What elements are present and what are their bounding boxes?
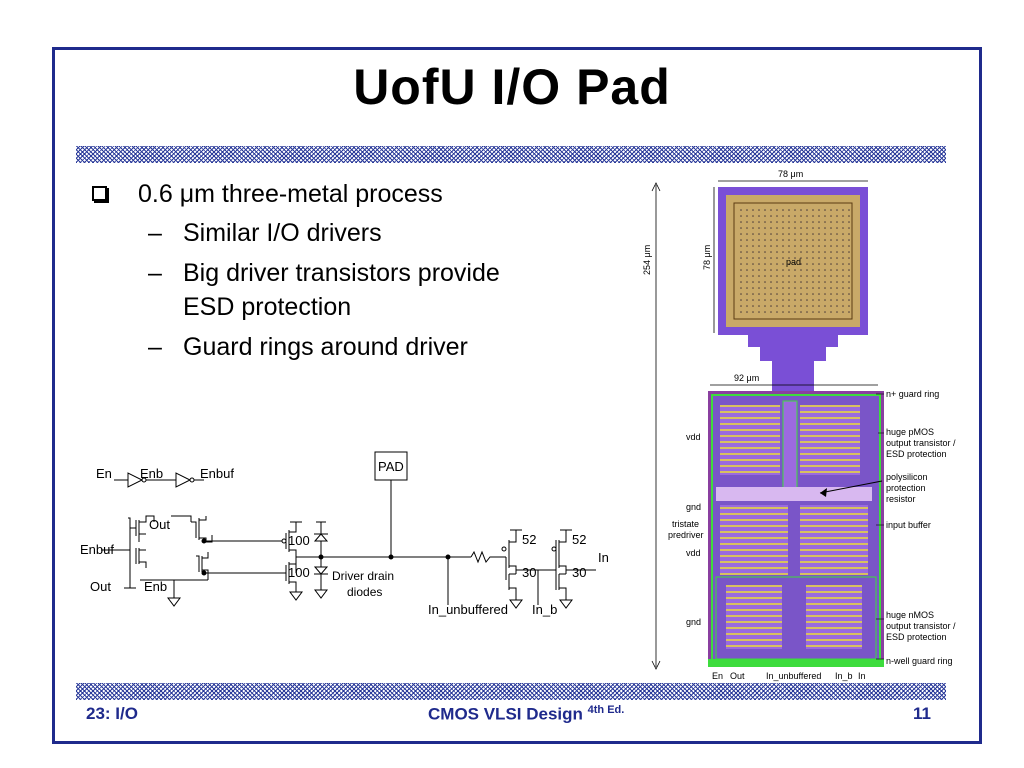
io-pad-schematic: En Enb Enbuf Out Enbuf Out Enb PAD 100 1… — [80, 451, 609, 617]
schematic-label: In_b — [532, 602, 557, 617]
width-label: 100 — [288, 533, 310, 548]
dimension-label: 92 μm — [734, 373, 759, 383]
sub-bullet-text: Guard rings around driver — [183, 333, 468, 361]
footer-course: CMOS VLSI Design 4th Ed. — [428, 704, 624, 725]
layout-annotation: n-well guard ring — [886, 656, 953, 666]
dash-icon: – — [148, 259, 162, 287]
schematic-label: Enb — [140, 466, 163, 481]
width-label: 30 — [522, 565, 536, 580]
bullet-item: 0.6 μm three-metal process — [88, 178, 508, 210]
layout-annotation: polysilicon — [886, 472, 928, 482]
sub-bullet-text: Big driver transistors provide ESD prote… — [183, 259, 500, 321]
layout-annotation: huge nMOS — [886, 610, 934, 620]
schematic-label: Enbuf — [200, 466, 234, 481]
slide-title: UofU I/O Pad — [353, 59, 671, 115]
layout-annotation: predriver — [668, 530, 704, 540]
layout-annotation: resistor — [886, 494, 916, 504]
layout-annotation: tristate — [672, 519, 699, 529]
bullet-list: 0.6 μm three-metal process – Similar I/O… — [88, 178, 508, 364]
sub-bullet-item: – Similar I/O drivers — [88, 216, 508, 250]
schematic-label: In — [598, 550, 609, 565]
schematic-label: Out — [149, 517, 170, 532]
layout-annotation: gnd — [686, 617, 701, 627]
width-label: 52 — [572, 532, 586, 547]
footer-course-title: CMOS VLSI Design — [428, 704, 583, 724]
schematic-label: Out — [90, 579, 111, 594]
layout-annotation: In_b — [835, 671, 853, 681]
layout-annotation: input buffer — [886, 520, 931, 530]
sub-bullet-item: – Big driver transistors provide ESD pro… — [88, 256, 508, 324]
footer-course-edition: 4th Ed. — [587, 704, 625, 716]
dimension-label: 254 μm — [642, 245, 652, 275]
sub-bullet-item: – Guard rings around driver — [88, 330, 508, 364]
dimension-label: 78 μm — [702, 245, 712, 270]
schematic-label: En — [96, 466, 112, 481]
width-label: 52 — [522, 532, 536, 547]
footer-chapter: 23: I/O — [86, 704, 138, 723]
layout-annotation: In_unbuffered — [766, 671, 821, 681]
width-label: 30 — [572, 565, 586, 580]
layout-annotation: protection — [886, 483, 926, 493]
title-divider — [76, 146, 946, 163]
schematic-label: Enbuf — [80, 542, 114, 557]
layout-annotation: output transistor / — [886, 438, 956, 448]
layout-annotation: vdd — [686, 432, 701, 442]
layout-annotation: ESD protection — [886, 449, 947, 459]
layout-annotation: gnd — [686, 502, 701, 512]
layout-annotation: vdd — [686, 548, 701, 558]
layout-annotation: In — [858, 671, 866, 681]
layout-annotation: n+ guard ring — [886, 389, 939, 399]
width-label: 100 — [288, 565, 310, 580]
pad-label: PAD — [378, 459, 404, 474]
dash-icon: – — [148, 333, 162, 361]
schematic-label: In_unbuffered — [428, 602, 508, 617]
pad-layout-figure: 254 μm 78 μm 78 μm pad 92 μm — [642, 169, 956, 681]
schematic-label: Enb — [144, 579, 167, 594]
bullet-text: 0.6 μm three-metal process — [138, 180, 443, 208]
diode-caption: diodes — [347, 585, 382, 599]
dash-icon: – — [148, 219, 162, 247]
diode-caption: Driver drain — [332, 569, 394, 583]
dimension-label: 78 μm — [778, 169, 803, 179]
pad-label: pad — [786, 257, 801, 267]
layout-annotation: En — [712, 671, 723, 681]
layout-annotation: huge pMOS — [886, 427, 934, 437]
layout-annotation: Out — [730, 671, 745, 681]
checkbox-bullet-icon — [92, 186, 107, 201]
layout-annotation: ESD protection — [886, 632, 947, 642]
sub-bullet-text: Similar I/O drivers — [183, 219, 382, 247]
layout-annotation: output transistor / — [886, 621, 956, 631]
page-number: 11 — [913, 704, 931, 723]
footer-divider — [76, 683, 946, 700]
